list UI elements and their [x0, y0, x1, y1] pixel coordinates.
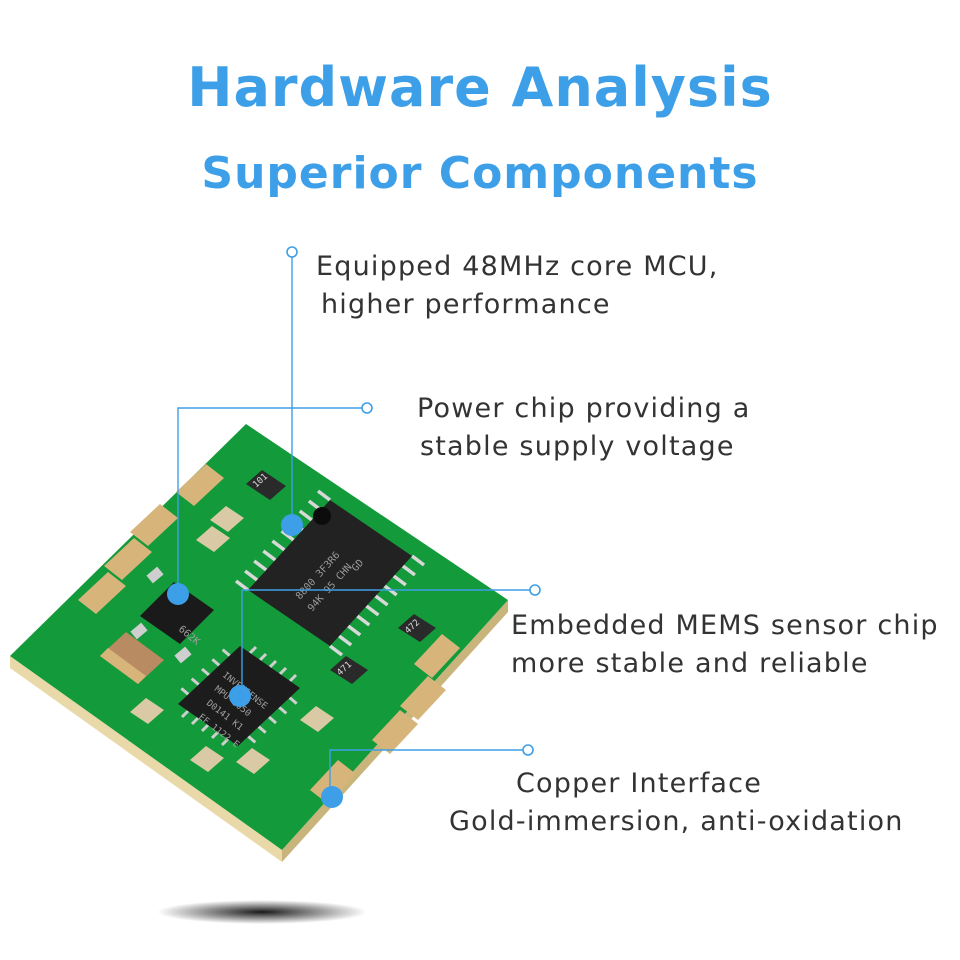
- pcb-edge: [10, 656, 282, 862]
- sensor-pin: [190, 677, 200, 686]
- callout-mems-line2: more stable and reliable: [511, 648, 869, 679]
- resistor: 101: [246, 470, 286, 500]
- sensor-pin: [220, 737, 230, 747]
- callout-copper-line2: Gold-immersion, anti-oxidation: [449, 806, 904, 837]
- capacitor: [100, 632, 164, 684]
- callout-mcu: Equipped 48MHz core MCU, higher performa…: [316, 248, 719, 324]
- callout-copper-line1: Copper Interface: [516, 768, 763, 799]
- sensor-pin: [210, 730, 220, 740]
- sensor-pin: [201, 667, 210, 677]
- mcu-pin: [365, 604, 380, 617]
- power-leader-line: [177, 407, 367, 594]
- board-shadow: [157, 900, 367, 924]
- sensor-pin: [248, 645, 258, 655]
- mcu-pin: [338, 634, 353, 647]
- copper-leader-line: [329, 749, 528, 795]
- callout-markers: [167, 246, 541, 808]
- sensor-pin: [221, 648, 231, 657]
- mems-leader-line: [241, 589, 535, 694]
- mcu-pin: [234, 579, 250, 592]
- resistor: 472: [398, 614, 436, 642]
- mcu-pin: [298, 509, 313, 522]
- callout-lines: [177, 252, 535, 795]
- callout-mems-line1: Embedded MEMS sensor chip: [511, 610, 939, 641]
- sensor-pin: [247, 735, 257, 744]
- pad: [78, 572, 126, 614]
- pad: [310, 760, 356, 804]
- callout-mcu-line1: Equipped 48MHz core MCU,: [316, 251, 719, 282]
- mcu-pin: [392, 574, 407, 587]
- pad: [104, 538, 152, 580]
- pad: [130, 504, 178, 546]
- mcu-pin: [253, 559, 268, 572]
- pcb-board: [10, 424, 508, 850]
- mcu-pin: [347, 624, 362, 637]
- sensor-pin: [211, 658, 221, 667]
- resistor: 471: [330, 656, 368, 684]
- mcu-pin: [244, 569, 259, 582]
- page-subtitle: Superior Components: [201, 148, 759, 199]
- copper-anchor-ring: [522, 744, 534, 756]
- pad: [176, 464, 224, 506]
- mems-anchor-ring: [529, 584, 541, 596]
- sensor-pin: [288, 673, 298, 683]
- mcu-pin: [410, 554, 426, 567]
- pad: [372, 710, 418, 754]
- sensor-pin: [200, 723, 210, 733]
- mcu-pin: [316, 489, 332, 502]
- mcu-pin: [271, 539, 286, 552]
- sensor-pin: [258, 652, 268, 662]
- sensor-pin: [190, 716, 200, 726]
- pad: [400, 676, 446, 720]
- left-pads: [78, 464, 224, 614]
- mcu-pins: [234, 489, 426, 657]
- callout-mems: Embedded MEMS sensor chip more stable an…: [511, 607, 939, 683]
- sensor-pin: [288, 696, 298, 705]
- smd-components: [130, 506, 334, 774]
- sensor-pin: [278, 666, 288, 676]
- sensor-pin: [257, 725, 267, 734]
- mcu-anchor-ring: [286, 246, 298, 258]
- callout-copper: Copper Interface Gold-immersion, anti-ox…: [449, 765, 904, 841]
- sensor-pin: [180, 687, 190, 696]
- mcu-pin: [328, 644, 344, 657]
- pad: [414, 634, 460, 678]
- sensor-pin: [278, 706, 288, 715]
- mcu-marker-dot: [281, 514, 303, 536]
- callout-mcu-line2: higher performance: [321, 289, 611, 320]
- mcu-pin: [356, 614, 371, 627]
- mcu-pin: [374, 594, 389, 607]
- callout-power-line1: Power chip providing a: [417, 393, 751, 424]
- sensor-pin: [268, 659, 278, 669]
- sensor-pin: [268, 715, 277, 725]
- mcu-pin: [262, 549, 277, 562]
- copper-marker-dot: [321, 786, 343, 808]
- mcu-pin: [280, 529, 295, 542]
- sensor-pins: [180, 645, 298, 747]
- mems-marker-dot: [229, 685, 251, 707]
- page-title: Hardware Analysis: [187, 56, 773, 119]
- power-anchor-ring: [361, 402, 373, 414]
- power-marker-dot: [167, 583, 189, 605]
- mcu-pin: [401, 564, 416, 577]
- sensor-pin: [180, 709, 190, 719]
- mcu-chip: 8800 3F3R6 94K 95 CHN GD: [234, 489, 426, 657]
- callout-power-line2: stable supply voltage: [420, 431, 735, 462]
- callout-power: Power chip providing a stable supply vol…: [417, 390, 750, 466]
- right-pads: [310, 634, 460, 804]
